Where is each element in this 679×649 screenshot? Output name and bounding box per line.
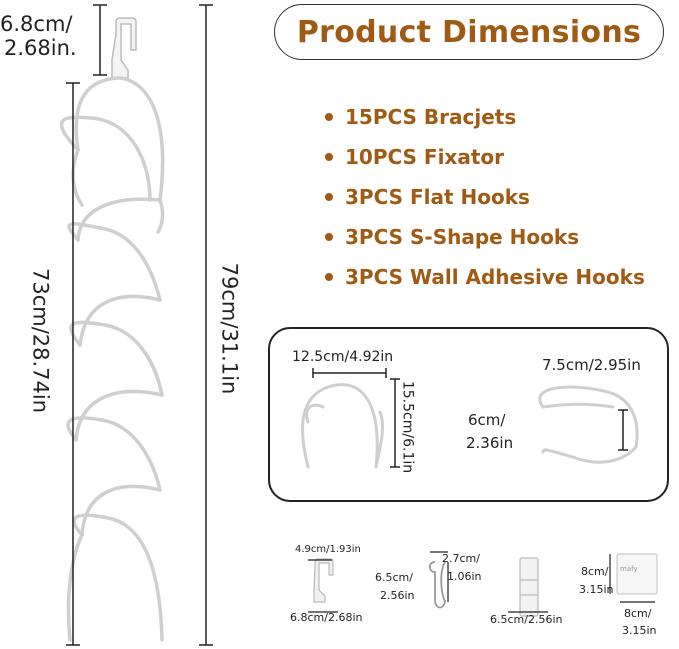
adhesive-logo: mafy: [620, 565, 638, 573]
bracket-dim-lines: [312, 368, 628, 468]
adhesive-height-label-2: 3.15in: [579, 583, 614, 596]
dimension-lines: [66, 4, 213, 646]
adhesive-width-label-1: 8cm/: [624, 607, 652, 620]
s-hook-height-label-2: 2.56in: [380, 589, 415, 602]
total-length-label: 79cm/31.1in: [217, 262, 242, 395]
bullet-dot-icon: [325, 273, 333, 281]
clip-height-label-1: 6.8cm/: [0, 12, 73, 36]
accessory-illustrations: [308, 551, 658, 617]
bracket-width-label: 12.5cm/4.92in: [292, 349, 394, 365]
door-hook-icon: [313, 558, 334, 603]
s-hook-width-label-2: 1.06in: [447, 570, 482, 583]
chain-length-label: 73cm/28.74in: [28, 267, 53, 414]
bracket-dimensions-box: [268, 327, 669, 502]
fixator-icon: [519, 557, 539, 617]
bullet-dot-icon: [325, 233, 333, 241]
title-pill: Product Dimensions: [274, 4, 664, 60]
s-hook-width-label-1: 2.7cm/: [442, 552, 480, 565]
flat-height-label-2: 2.36in: [466, 434, 514, 452]
bracket-wire: [301, 383, 639, 469]
bracket-height-label: 15.5cm/6.1in: [399, 380, 416, 474]
fixator-length-label: 6.5cm/2.56in: [490, 613, 563, 626]
bullet-dot-icon: [325, 113, 333, 121]
list-item: 15PCS Bracjets: [325, 97, 645, 137]
clip-height-label-2: 2.68in.: [4, 36, 77, 60]
adhesive-height-label-1: 8cm/: [581, 565, 609, 578]
flat-height-label-1: 6cm/: [468, 411, 506, 429]
contents-list: 15PCS Bracjets 10PCS Fixator 3PCS Flat H…: [325, 97, 645, 297]
list-item: 10PCS Fixator: [325, 137, 645, 177]
s-hook-height-label-1: 6.5cm/: [375, 571, 413, 584]
adhesive-hook-icon: [616, 553, 658, 595]
door-clip: [111, 17, 137, 79]
s-hook-icon: [428, 561, 446, 609]
list-item: 3PCS Flat Hooks: [325, 177, 645, 217]
accessory-dim-lines: [308, 551, 655, 613]
list-item: 3PCS Wall Adhesive Hooks: [325, 257, 645, 297]
bullet-dot-icon: [325, 153, 333, 161]
door-hook-top-label: 4.9cm/1.93in: [295, 544, 361, 555]
bracket-illustrations: [301, 368, 639, 469]
chain-hanger-illustration: [59, 4, 213, 646]
list-item: 3PCS S-Shape Hooks: [325, 217, 645, 257]
bullet-dot-icon: [325, 193, 333, 201]
page-title: Product Dimensions: [296, 14, 642, 50]
door-hook-bottom-label: 6.8cm/2.68in: [290, 611, 363, 624]
adhesive-width-label-2: 3.15in: [622, 624, 657, 637]
flat-width-label: 7.5cm/2.95in: [542, 356, 641, 374]
wire-loops: [59, 76, 165, 642]
